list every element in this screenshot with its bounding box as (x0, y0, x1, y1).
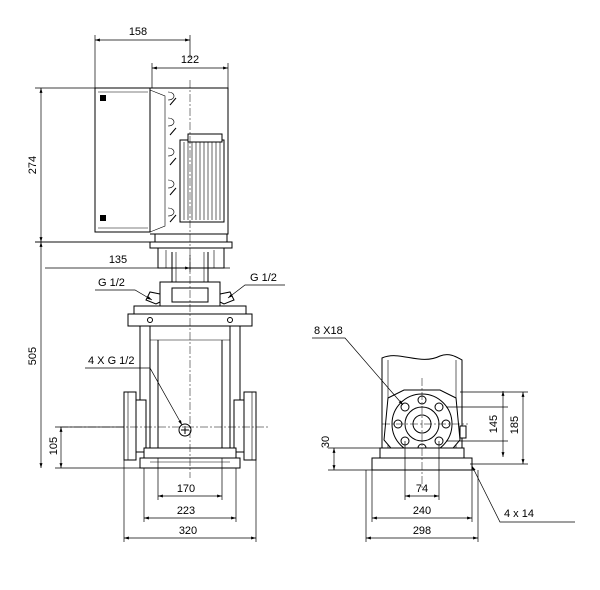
bolts-label: 8 X18 (314, 325, 343, 337)
side-sleeve-top (381, 354, 463, 392)
dim-185: 185 (460, 391, 528, 465)
dim-298-label: 298 (413, 525, 431, 537)
port-right-label: G 1/2 (250, 272, 277, 284)
dim-240-label: 240 (413, 505, 431, 517)
dim-105-label: 105 (48, 437, 60, 455)
dim-122-label: 122 (181, 54, 199, 66)
dim-274: 274 (27, 87, 150, 243)
motor-body (150, 87, 229, 235)
dim-145-label: 145 (488, 415, 500, 433)
dim-185-label: 185 (509, 416, 521, 434)
pump-sleeve (139, 326, 241, 448)
dim-74-label: 74 (416, 483, 428, 495)
dim-274-label: 274 (27, 156, 39, 174)
side-flange (383, 389, 467, 455)
holes-callout: 4 x 14 (471, 465, 575, 523)
dim-320-label: 320 (179, 525, 197, 537)
side-view (371, 354, 473, 490)
motor-terminal-box (94, 87, 166, 233)
dim-158-label: 158 (129, 26, 147, 38)
port-left-label: G 1/2 (98, 277, 125, 289)
dim-122: 122 (151, 54, 229, 88)
dim-135: 135 (45, 254, 230, 272)
dim-223: 223 (143, 468, 237, 522)
front-view (60, 80, 268, 478)
dim-74: 74 (404, 441, 440, 500)
dim-30: 30 (320, 436, 380, 471)
dim-240: 240 (371, 470, 473, 522)
dim-223-label: 223 (177, 505, 195, 517)
dim-158: 158 (94, 26, 191, 88)
dim-105: 105 (48, 426, 140, 469)
dim-505: 505 (27, 241, 150, 468)
motor-flange (149, 233, 233, 282)
ports-side-callout: 4 X G 1/2 (85, 355, 183, 426)
holes-label: 4 x 14 (504, 508, 534, 520)
dim-505-label: 505 (27, 347, 39, 365)
dim-135-label: 135 (109, 254, 127, 266)
dim-170-label: 170 (177, 483, 195, 495)
ports-side-label: 4 X G 1/2 (88, 355, 134, 367)
dim-30-label: 30 (320, 436, 332, 448)
dim-298: 298 (365, 470, 479, 542)
bolts-callout: 8 X18 (312, 325, 404, 406)
dim-170: 170 (157, 458, 223, 500)
pump-flanges (123, 391, 257, 461)
dim-320: 320 (123, 460, 257, 542)
dim-145: 145 (446, 391, 508, 457)
port-right-callout: G 1/2 (227, 272, 285, 299)
port-left-callout: G 1/2 (95, 277, 153, 301)
